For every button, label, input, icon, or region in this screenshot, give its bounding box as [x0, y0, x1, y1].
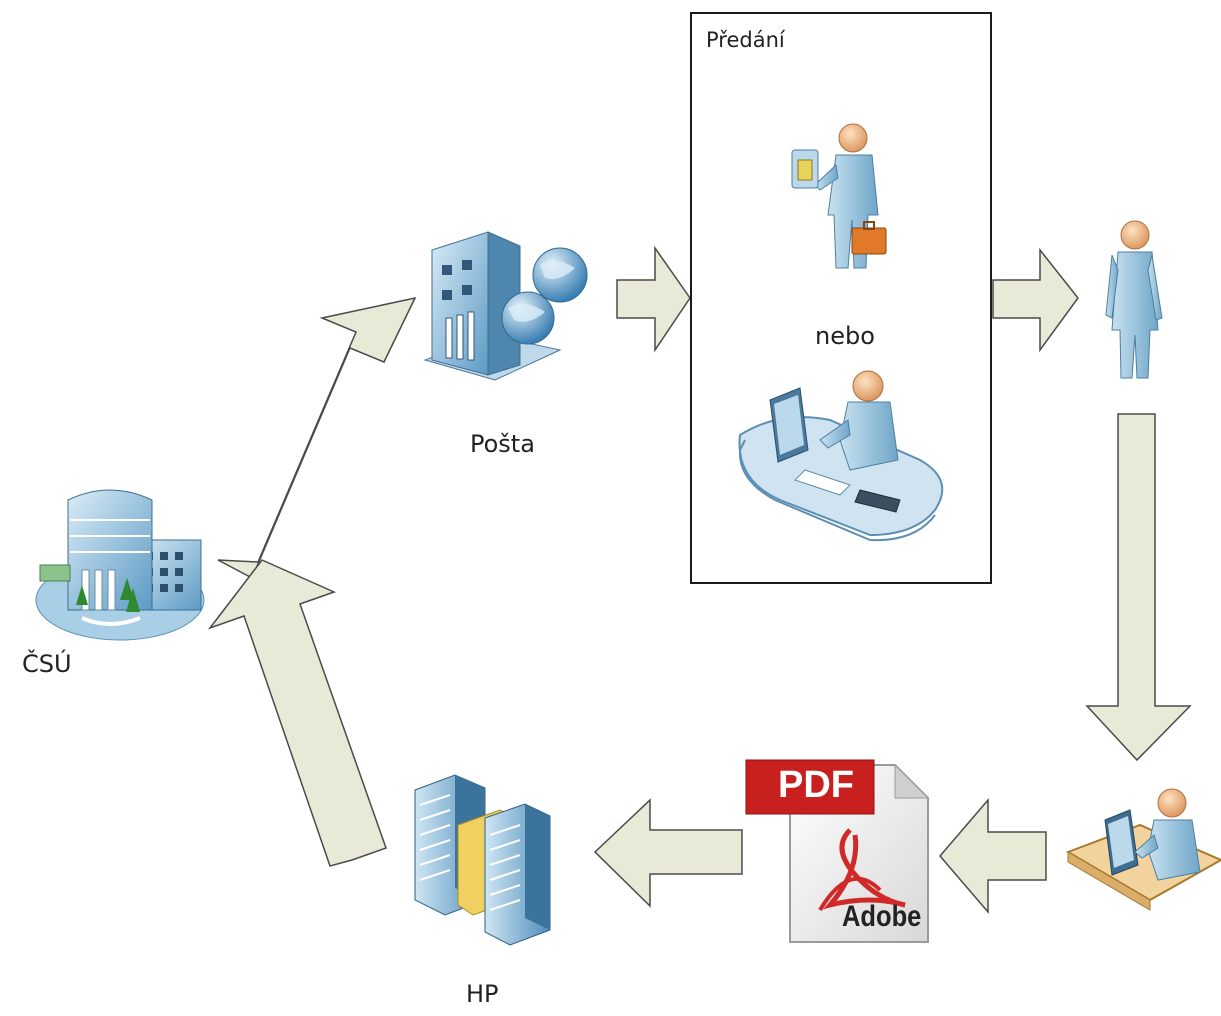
arrow-csu-to-posta — [217, 296, 417, 580]
arrow-pdf-to-hp — [593, 798, 743, 908]
nebo-label: nebo — [815, 322, 875, 350]
arrow-posta-to-predani — [616, 245, 691, 353]
recipient-person-icon — [1105, 220, 1163, 379]
posta-building-icon — [423, 231, 588, 381]
arrow-predani-to-person — [992, 247, 1079, 353]
arrow-hp-to-csu — [207, 559, 387, 867]
csu-label: ČSÚ — [22, 650, 72, 678]
predani-title: Předání — [706, 28, 785, 52]
posta-label: Pošta — [470, 430, 535, 458]
pdf-document-icon — [745, 759, 930, 943]
arrow-person-to-workstation — [1085, 413, 1192, 762]
clerk-at-desk-icon — [738, 370, 944, 542]
hp-servers-icon — [414, 774, 551, 946]
pdf-brand-label: Adobe — [842, 900, 922, 933]
courier-person-icon — [791, 123, 887, 269]
workstation-person-icon — [1065, 788, 1221, 911]
pdf-badge-label: PDF — [778, 764, 854, 806]
arrow-workstation-to-pdf — [939, 797, 1047, 915]
predani-group-box: Předání — [690, 12, 992, 584]
hp-label: HP — [466, 980, 499, 1008]
csu-building-icon — [35, 489, 205, 641]
